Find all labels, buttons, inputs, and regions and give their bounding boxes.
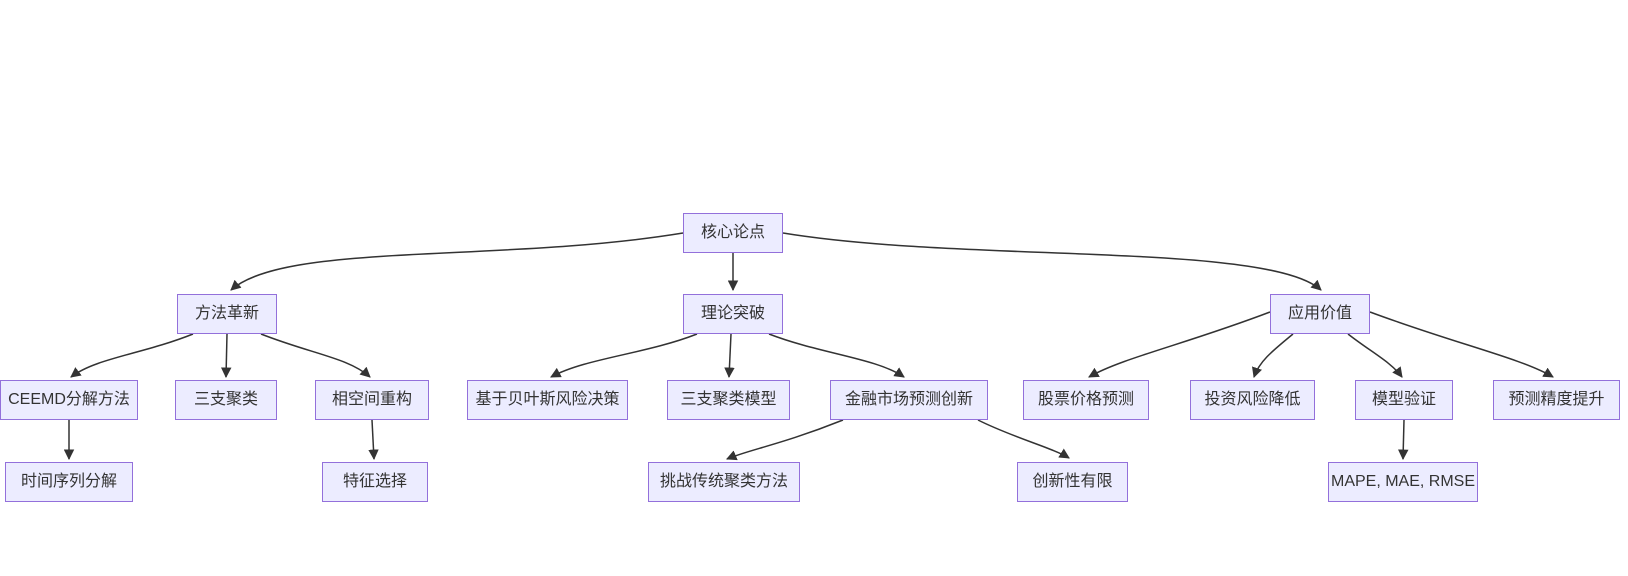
edge-application-to-stock bbox=[1088, 311, 1271, 378]
edge-theory-to-three-way-model bbox=[724, 333, 735, 379]
edge-method-to-three-way bbox=[220, 333, 232, 379]
node-application-value: 应用价值 bbox=[1270, 294, 1370, 334]
edge-method-to-phase-space bbox=[260, 333, 371, 378]
node-limited-innovation: 创新性有限 bbox=[1017, 462, 1128, 502]
node-three-way-cluster-model: 三支聚类模型 bbox=[667, 380, 790, 420]
edge-method-to-ceemd bbox=[70, 333, 194, 378]
edge-validation-to-metrics bbox=[1397, 419, 1409, 461]
node-stock-price-prediction: 股票价格预测 bbox=[1023, 380, 1149, 420]
node-phase-space-reconstruction: 相空间重构 bbox=[315, 380, 429, 420]
node-three-way-clustering: 三支聚类 bbox=[175, 380, 277, 420]
edge-application-to-accuracy bbox=[1369, 311, 1554, 378]
node-challenge-traditional-clustering: 挑战传统聚类方法 bbox=[648, 462, 800, 502]
node-error-metrics: MAPE, MAE, RMSE bbox=[1328, 462, 1478, 502]
node-theory-breakthrough: 理论突破 bbox=[683, 294, 783, 334]
edge-theory-to-bayesian bbox=[550, 333, 698, 378]
node-bayesian-risk-decision: 基于贝叶斯风险决策 bbox=[467, 380, 628, 420]
edge-core-to-application bbox=[782, 232, 1322, 291]
node-core-thesis: 核心论点 bbox=[683, 213, 783, 253]
edge-core-to-method bbox=[230, 232, 684, 291]
node-ceemd-decomposition: CEEMD分解方法 bbox=[0, 380, 138, 420]
edge-theory-to-financial bbox=[768, 333, 905, 378]
node-feature-selection: 特征选择 bbox=[322, 462, 428, 502]
node-financial-market-forecast: 金融市场预测创新 bbox=[830, 380, 988, 420]
node-investment-risk-reduction: 投资风险降低 bbox=[1190, 380, 1315, 420]
edge-financial-to-limited bbox=[977, 419, 1070, 459]
node-model-validation: 模型验证 bbox=[1355, 380, 1453, 420]
node-time-series-decomposition: 时间序列分解 bbox=[5, 462, 133, 502]
edge-financial-to-challenge bbox=[726, 419, 844, 461]
edge-phase-space-to-feature bbox=[368, 419, 379, 461]
node-method-innovation: 方法革新 bbox=[177, 294, 277, 334]
node-forecast-accuracy-improvement: 预测精度提升 bbox=[1493, 380, 1620, 420]
edge-application-to-validation bbox=[1347, 333, 1403, 378]
edge-application-to-risk bbox=[1252, 333, 1294, 378]
